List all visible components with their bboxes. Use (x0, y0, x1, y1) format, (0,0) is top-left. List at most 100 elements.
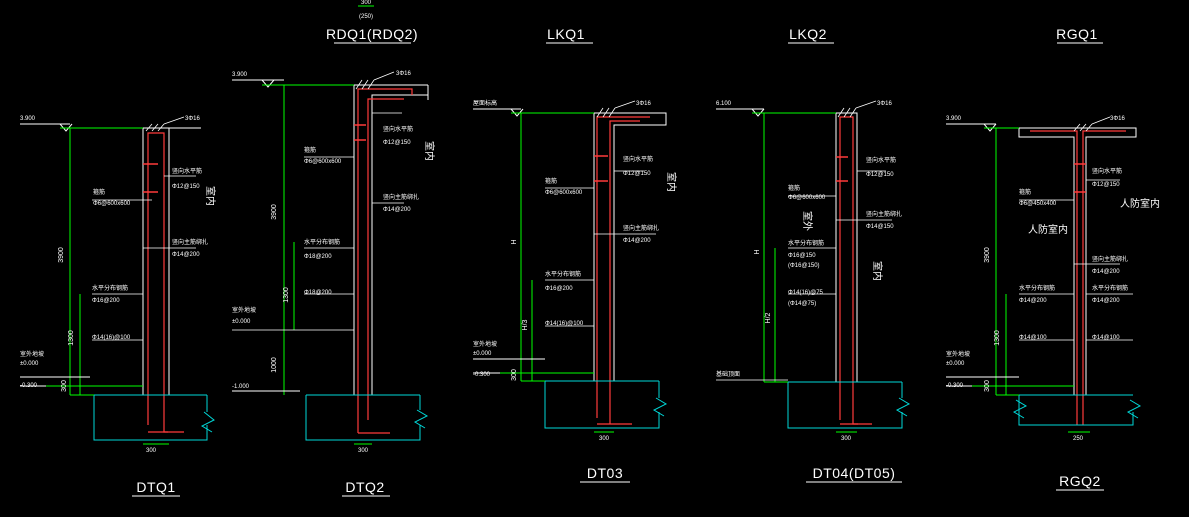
section-dt04: 6.100 3Φ16 竖向水平筋 Φ12@150 箍筋 Φ6@600x600 室… (716, 100, 911, 442)
section-label-dtq1: DTQ1 (136, 479, 175, 495)
vert-spec: Φ14@200 (172, 252, 200, 258)
rebar-top: 3Φ16 (1110, 116, 1125, 122)
vert-spec: Φ14@200 (383, 207, 411, 213)
dist-spec: Φ16@150 (788, 253, 816, 259)
horiz-label: 竖向水平筋 (1092, 167, 1122, 175)
vert-label: 竖向主筋绑扎 (866, 210, 902, 218)
elev-top: 3.900 (232, 72, 248, 78)
dim-1300: 1300 (994, 330, 1001, 346)
dist-label: 水平分布钢筋 (304, 238, 340, 246)
horiz-spec: Φ12@150 (383, 140, 411, 146)
dim-3900: 3900 (271, 204, 278, 220)
bot-spec-b: (Φ14@75) (788, 301, 816, 307)
wall-outline (835, 112, 858, 382)
elev-zero: ±0.000 (20, 361, 39, 367)
foundation (305, 395, 421, 441)
dim-1000: 1000 (271, 357, 278, 373)
room-label: 室内 (204, 186, 217, 206)
top-dim-300: 300 (361, 0, 372, 6)
section-rgq2: 3.900 3Φ16 竖向水平筋 Φ12@150 人防室内 箍筋 Φ6@450x… (946, 116, 1160, 442)
rebar (839, 116, 872, 425)
foundation (1018, 395, 1134, 426)
section-title-rgq1: RGQ1 (1056, 26, 1098, 42)
vert-label: 竖向主筋绑扎 (383, 193, 419, 201)
elev-neg: -0.300 (473, 372, 491, 378)
dim-h: H (511, 239, 518, 244)
elev-zero: ±0.000 (473, 351, 492, 357)
room-label-right: 人防室内 (1120, 197, 1160, 210)
stirrup-label: 箍筋 (788, 184, 800, 192)
rebar (1030, 130, 1078, 425)
elev-neg: -1.000 (232, 384, 250, 390)
rebar (357, 88, 413, 433)
dim-3900: 3900 (58, 247, 65, 263)
rebar-top: 3Φ16 (877, 101, 892, 107)
horiz-spec: Φ12@150 (1092, 182, 1120, 188)
room-label: 室内 (665, 172, 678, 192)
stirrup-label: 箍筋 (304, 146, 316, 154)
vert-spec: Φ14@150 (866, 224, 894, 230)
dim-h3: H/3 (522, 319, 529, 330)
room-label: 室内 (871, 261, 884, 281)
rebar-top: 3Φ16 (636, 101, 651, 107)
bot-spec: Φ14(16)@75 (788, 290, 824, 296)
horiz-label: 竖向水平筋 (383, 125, 413, 133)
top-dim-250: (250) (359, 14, 373, 20)
width-dim: 300 (358, 448, 369, 454)
stirrup-spec: Φ6@600x600 (93, 201, 131, 207)
dim-300: 300 (511, 369, 518, 381)
horiz-spec: Φ12@150 (172, 184, 200, 190)
dist-label: 水平分布钢筋 (1019, 284, 1055, 292)
top-dimension-header: 300 (250) (358, 0, 374, 20)
horiz-label: 竖向水平筋 (623, 155, 653, 163)
dist-label: 水平分布钢筋 (92, 284, 128, 292)
dist-spec-b: (Φ16@150) (788, 263, 820, 269)
dim-1300: 1300 (283, 287, 290, 303)
bot-spec: Φ14@100 (1019, 335, 1047, 341)
stirrup-label: 箍筋 (93, 188, 105, 196)
dist-spec: Φ14@200 (1019, 298, 1047, 304)
stirrup-spec: Φ6@450x400 (1019, 201, 1057, 207)
dist-label-right: 水平分布钢筋 (1092, 284, 1128, 292)
elev-top: 6.100 (716, 101, 732, 107)
horiz-label: 竖向水平筋 (172, 167, 202, 175)
room-label-left: 人防室内 (1028, 223, 1068, 236)
wall-outline (142, 127, 170, 395)
dim-3900: 3900 (984, 247, 991, 263)
bot-spec-right: Φ14@100 (1092, 335, 1120, 341)
dist-spec-2: Φ18@200 (304, 290, 332, 296)
section-dt03: 屋面标高 3Φ16 竖向水平筋 Φ12@150 室内 箍筋 Φ6@600x600… (473, 99, 678, 442)
vert-label: 竖向主筋绑扎 (1092, 255, 1128, 263)
elev-top: 屋面标高 (473, 99, 497, 107)
dist-label: 水平分布钢筋 (788, 239, 824, 247)
bot-spec: Φ14(16)@100 (545, 321, 584, 327)
dim-h2: H/2 (765, 312, 772, 323)
dist-spec: Φ18@200 (304, 254, 332, 260)
width-dim: 250 (1073, 436, 1084, 442)
foundation (787, 382, 903, 429)
dist-spec: Φ16@200 (92, 298, 120, 304)
vert-label: 竖向主筋绑扎 (623, 224, 659, 232)
stirrup-spec: Φ6@600x600 (304, 159, 342, 165)
stirrup-label: 箍筋 (1019, 188, 1031, 196)
dist-spec-right: Φ14@200 (1092, 298, 1120, 304)
width-dim: 300 (146, 448, 157, 454)
room-label: 室内 (423, 141, 436, 161)
ground-label: 基础顶面 (716, 370, 740, 378)
horiz-spec: Φ12@150 (623, 171, 651, 177)
stirrup-spec: Φ6@600x600 (545, 190, 583, 196)
section-dtq1: 3.900 3Φ16 箍筋 Φ6@600x600 竖向水平筋 Φ12@150 室… (20, 116, 217, 454)
width-dim: 300 (841, 436, 852, 442)
vert-spec: Φ14@200 (623, 238, 651, 244)
section-label-dt03: DT03 (587, 465, 623, 481)
vert-label: 竖向主筋绑扎 (172, 238, 208, 246)
width-dim: 300 (599, 436, 610, 442)
section-dtq2: 3.900 3Φ16 竖向水平筋 Φ12@150 室内 箍筋 Φ6@600x60… (232, 71, 436, 454)
elev-top: 3.900 (20, 116, 36, 122)
stirrup-spec: Φ6@600x600 (788, 195, 826, 201)
dim-1300: 1300 (68, 330, 75, 346)
elev-neg: -0.300 (20, 383, 38, 389)
ground-label: 室外地坡 (20, 350, 44, 358)
section-label-dtq2: DTQ2 (345, 479, 384, 495)
